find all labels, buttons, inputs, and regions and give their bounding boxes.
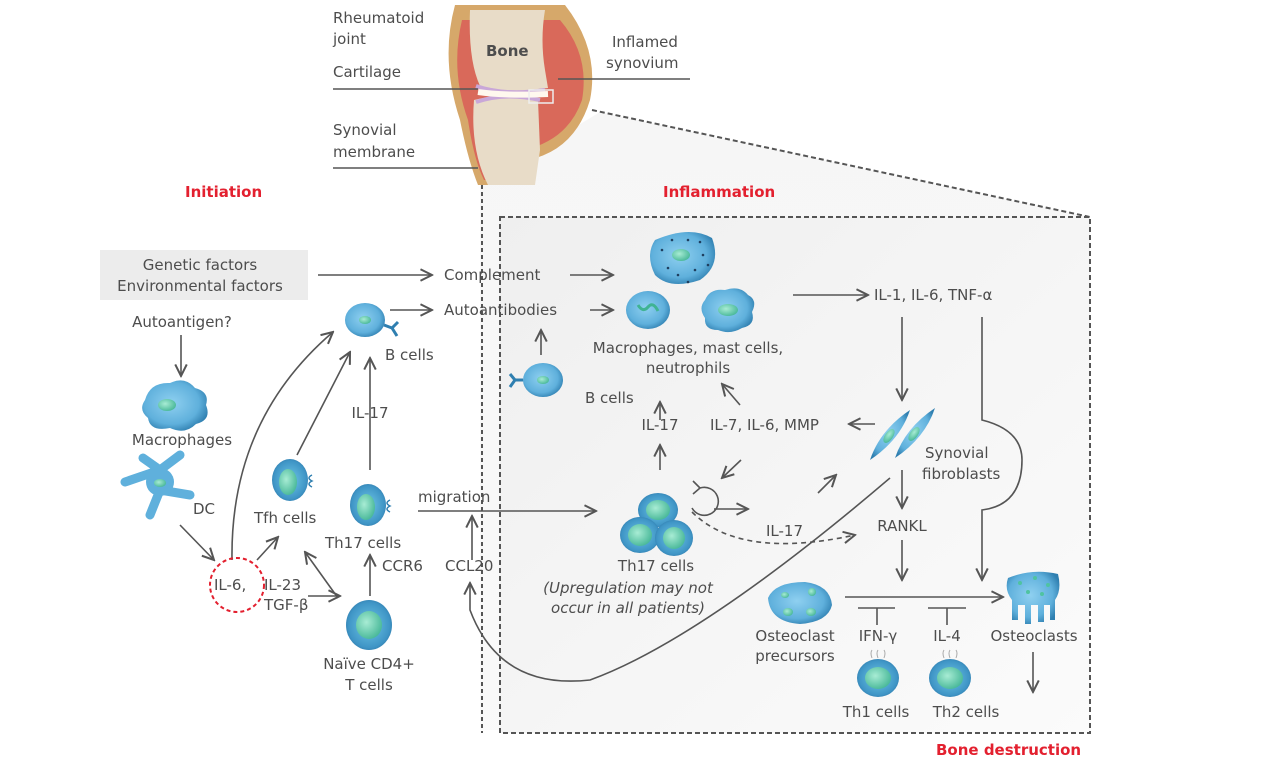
osteoclast [1006, 571, 1060, 624]
th17-cluster [620, 493, 693, 556]
b-cells-inflammation-label: B cells [585, 389, 634, 407]
synovial-fibroblasts [870, 408, 935, 460]
macrophage-inflammation [701, 288, 755, 333]
il17-inflammation-label: IL-17 [641, 416, 679, 434]
dendritic-cell [120, 450, 195, 520]
synovial-fibroblasts-line2: fibroblasts [922, 465, 1001, 483]
osteoclast-precursors-line2: precursors [755, 647, 835, 665]
joint-title-line2: joint [333, 30, 366, 48]
macrophage-initiation [142, 380, 208, 431]
autoantigen-label: Autoantigen? [132, 313, 232, 331]
inflamed-synovium-line1: Inflamed [612, 33, 678, 51]
b-cell-inflammation [508, 363, 563, 397]
joint-title-line1: Rheumatoid [333, 9, 425, 27]
naive-cells-line2: T cells [345, 676, 393, 694]
il4-label: IL-4 [933, 627, 961, 645]
osteoclast-precursor [768, 582, 832, 624]
ccl20-label: CCL20 [445, 557, 494, 575]
cartilage-label: Cartilage [333, 63, 401, 81]
osteoclast-precursors-line1: Osteoclast [755, 627, 835, 645]
bone-label: Bone [486, 42, 529, 60]
b-cells-initiation-label: B cells [385, 346, 434, 364]
tfh-cell [272, 459, 314, 501]
th2-cell [929, 649, 971, 697]
inflamed-synovium-line2: synovium [606, 54, 679, 72]
il17-initiation-label: IL-17 [351, 404, 389, 422]
b-cell-initiation [345, 303, 400, 337]
genetic-factors: Genetic factors [142, 256, 258, 274]
cells [120, 231, 1060, 697]
upregulation-note-line1: (Upregulation may not [543, 579, 713, 597]
upregulation-note-line2: occur in all patients) [551, 599, 705, 617]
section-inflammation: Inflammation [663, 183, 776, 201]
cytokines-label: IL-1, IL-6, TNF-α [874, 286, 993, 304]
funnel-top-edge [591, 109, 1091, 218]
th17-cells-inflammation-label: Th17 cells [617, 557, 695, 575]
complement-label: Complement [444, 266, 541, 284]
factors-box [100, 250, 308, 300]
th17-cells-initiation-label: Th17 cells [325, 534, 402, 552]
section-initiation: Initiation [185, 183, 263, 201]
tgfb-label: TGF-β [264, 596, 309, 614]
th2-cells-label: Th2 cells [932, 703, 1000, 721]
arrows [180, 275, 1033, 692]
synovial-membrane-line2: membrane [333, 143, 416, 161]
innate-cells-line1: Macrophages, mast cells, [592, 339, 784, 357]
il23-label: IL-23 [264, 576, 302, 594]
synovial-membrane-line1: Synovial [333, 121, 397, 139]
section-bone-destruction: Bone destruction [936, 741, 1082, 759]
ifn-gamma-label: IFN-γ [858, 627, 898, 645]
osteoclasts-label: Osteoclasts [990, 627, 1078, 645]
il17-dashed-label: IL-17 [766, 522, 804, 540]
environmental-factors: Environmental factors [117, 277, 283, 295]
macrophages-label: Macrophages [131, 431, 233, 449]
autoantibodies-label: Autoantibodies [444, 301, 558, 319]
tfh-cells-label: Tfh cells [254, 509, 317, 527]
il6-label: IL-6, [214, 576, 247, 594]
naive-cells-line1: Naïve CD4+ [323, 655, 415, 673]
neutrophil [626, 291, 670, 329]
il7-il6-mmp-label: IL-7, IL-6, MMP [710, 416, 819, 434]
synovial-fibroblasts-line1: Synovial [925, 444, 989, 462]
th1-cells-label: Th1 cells [842, 703, 910, 721]
rankl-label: RANKL [877, 517, 927, 535]
mast-cell [650, 231, 716, 284]
innate-cells-line2: neutrophils [645, 359, 731, 377]
dc-label: DC [193, 500, 216, 518]
zoom-funnel [480, 112, 1090, 730]
th1-cell [857, 649, 899, 697]
th17-cell-initiation [350, 484, 392, 526]
naive-cd4-t-cell [346, 600, 392, 650]
joint-illustration [333, 5, 690, 185]
il6-highlight-circle [209, 557, 265, 613]
inflammation-region [499, 216, 1091, 734]
migration-label: migration [418, 488, 491, 506]
ccr6-label: CCR6 [382, 557, 423, 575]
